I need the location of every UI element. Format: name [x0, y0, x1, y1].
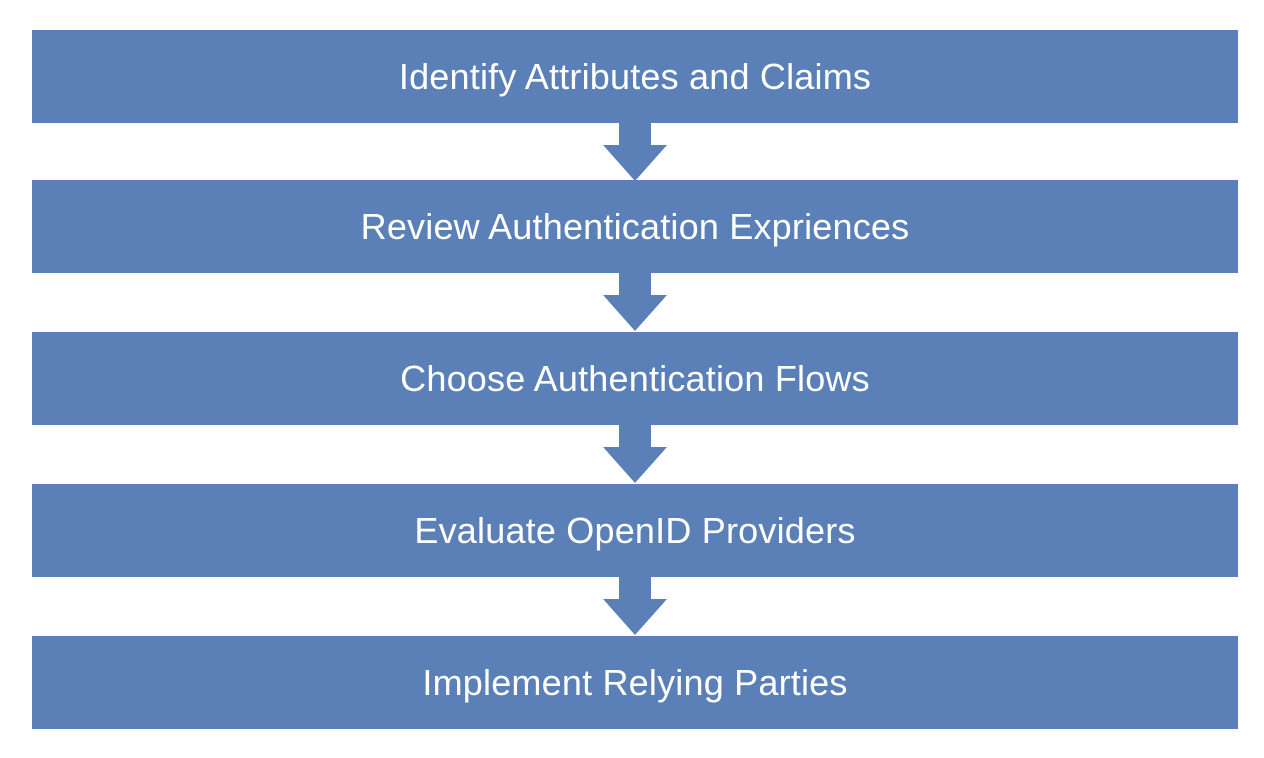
step-box-evaluate-providers: Evaluate OpenID Providers — [32, 484, 1238, 577]
down-arrow-icon — [603, 123, 667, 181]
step-label: Implement Relying Parties — [422, 661, 848, 703]
step-label: Review Authentication Expriences — [360, 205, 910, 247]
down-arrow-icon — [603, 577, 667, 635]
step-box-identify-attributes: Identify Attributes and Claims — [32, 30, 1238, 123]
down-arrow-icon — [603, 425, 667, 483]
down-arrow-icon — [603, 273, 667, 331]
step-label: Evaluate OpenID Providers — [414, 509, 856, 551]
step-label: Identify Attributes and Claims — [398, 55, 872, 97]
step-box-review-authentication: Review Authentication Expriences — [32, 180, 1238, 273]
step-box-implement-relying-parties: Implement Relying Parties — [32, 636, 1238, 729]
step-box-choose-flows: Choose Authentication Flows — [32, 332, 1238, 425]
step-label: Choose Authentication Flows — [400, 357, 870, 399]
